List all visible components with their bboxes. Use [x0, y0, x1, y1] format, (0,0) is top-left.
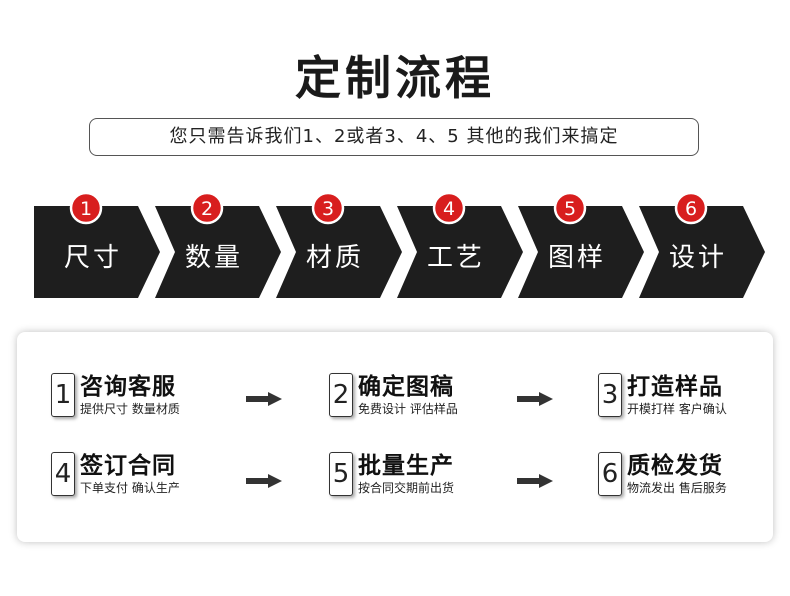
step-badge-2: [190, 191, 224, 225]
process-step-title: 批量生产: [358, 453, 454, 479]
page-title: 定制流程: [295, 51, 495, 105]
step-chevron-4: [397, 206, 523, 298]
process-step-text: 打造样品开模打样 客户确认: [627, 373, 727, 417]
process-step-number: 4: [51, 452, 75, 496]
step-badge-4: [432, 191, 466, 225]
process-step-title: 确定图稿: [358, 374, 454, 400]
step-badge-6: [674, 191, 708, 225]
step-number: 4: [443, 198, 455, 220]
step-badge-3: [311, 191, 345, 225]
process-step-desc: 免费设计 评估样品: [358, 402, 458, 416]
process-step-desc: 提供尺寸 数量材质: [80, 402, 180, 416]
step-chevron-6: [639, 206, 765, 298]
step-chevron-1: [34, 206, 160, 298]
process-panel: [17, 332, 773, 542]
step-number: 5: [564, 198, 576, 220]
step-number: 2: [201, 198, 213, 220]
step-number: 3: [322, 198, 334, 220]
step-number: 6: [685, 198, 697, 220]
step-badge-5: [553, 191, 587, 225]
step-chevron-5: [518, 206, 644, 298]
steps-banner: 1 尺寸 2 数量 3 材质 4 工艺 5 图样 6 设计: [34, 191, 765, 298]
arrow-right-icon: [517, 392, 553, 406]
page-subtitle: 您只需告诉我们1、2或者3、4、5 其他的我们来搞定: [89, 118, 699, 156]
process-step-text: 签订合同下单支付 确认生产: [80, 452, 180, 496]
process-step-desc: 下单支付 确认生产: [80, 481, 180, 495]
process-step-title: 咨询客服: [80, 374, 176, 400]
step-label: 工艺: [427, 243, 485, 273]
arrow-right-icon: [246, 474, 282, 488]
process-step-title: 打造样品: [627, 374, 723, 400]
process-step-title: 签订合同: [80, 453, 176, 479]
step-label: 数量: [185, 243, 243, 273]
process-step-text: 咨询客服提供尺寸 数量材质: [80, 373, 180, 417]
arrow-right-icon: [246, 392, 282, 406]
step-label: 材质: [306, 243, 364, 273]
process-step-number: 3: [598, 373, 622, 417]
process-step-desc: 物流发出 售后服务: [627, 481, 727, 495]
process-step-number: 1: [51, 373, 75, 417]
process-step-number: 6: [598, 452, 622, 496]
step-number: 1: [80, 198, 92, 220]
process-step-text: 批量生产按合同交期前出货: [358, 452, 454, 496]
step-chevron-2: [155, 206, 281, 298]
step-label: 尺寸: [64, 243, 122, 273]
process-step-title: 质检发货: [627, 453, 723, 479]
step-label: 图样: [548, 243, 606, 273]
step-badge-1: [69, 191, 103, 225]
process-step-desc: 开模打样 客户确认: [627, 402, 727, 416]
arrow-right-icon: [517, 474, 553, 488]
step-label: 设计: [669, 243, 727, 273]
process-step-desc: 按合同交期前出货: [358, 481, 455, 495]
process-step-number: 2: [329, 373, 353, 417]
step-chevron-3: [276, 206, 402, 298]
process-step-number: 5: [329, 452, 353, 496]
process-step-text: 质检发货物流发出 售后服务: [627, 452, 727, 496]
process-step-text: 确定图稿免费设计 评估样品: [358, 373, 458, 417]
